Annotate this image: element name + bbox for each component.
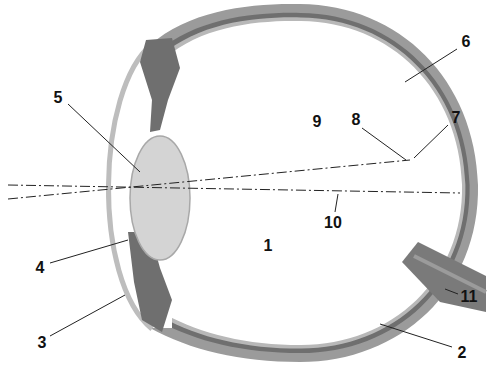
- callout-number: 10: [324, 215, 342, 231]
- callout-number: 2: [458, 345, 467, 361]
- optic-nerve: [402, 242, 486, 312]
- leader-line: [414, 125, 448, 158]
- callout-number: 8: [352, 112, 361, 128]
- leader-line: [362, 128, 406, 160]
- sclera: [150, 4, 478, 362]
- leader-line: [68, 104, 140, 172]
- leader-lines: [50, 49, 458, 347]
- callout-number: 3: [38, 335, 47, 351]
- retina: [162, 17, 465, 348]
- leader-line: [405, 49, 457, 82]
- iris: [140, 38, 180, 132]
- callout-number: 11: [461, 289, 478, 305]
- callout-number: 4: [36, 260, 45, 276]
- callout-number: 5: [54, 90, 63, 106]
- callout-number: 7: [452, 110, 461, 126]
- leader-line: [380, 324, 452, 347]
- visual-axis: [8, 160, 410, 199]
- callout-number: 6: [462, 34, 471, 50]
- callout-number: 1: [264, 238, 273, 254]
- callout-number: 9: [313, 114, 322, 130]
- leader-line: [50, 240, 128, 263]
- leader-line: [335, 194, 338, 212]
- optic-nerve: [414, 256, 486, 292]
- vitreous-body: [165, 21, 462, 345]
- leader-line: [50, 295, 125, 336]
- leader-line: [445, 289, 458, 294]
- choroid: [158, 13, 470, 353]
- lens: [130, 136, 190, 260]
- optical-axis: [8, 185, 460, 193]
